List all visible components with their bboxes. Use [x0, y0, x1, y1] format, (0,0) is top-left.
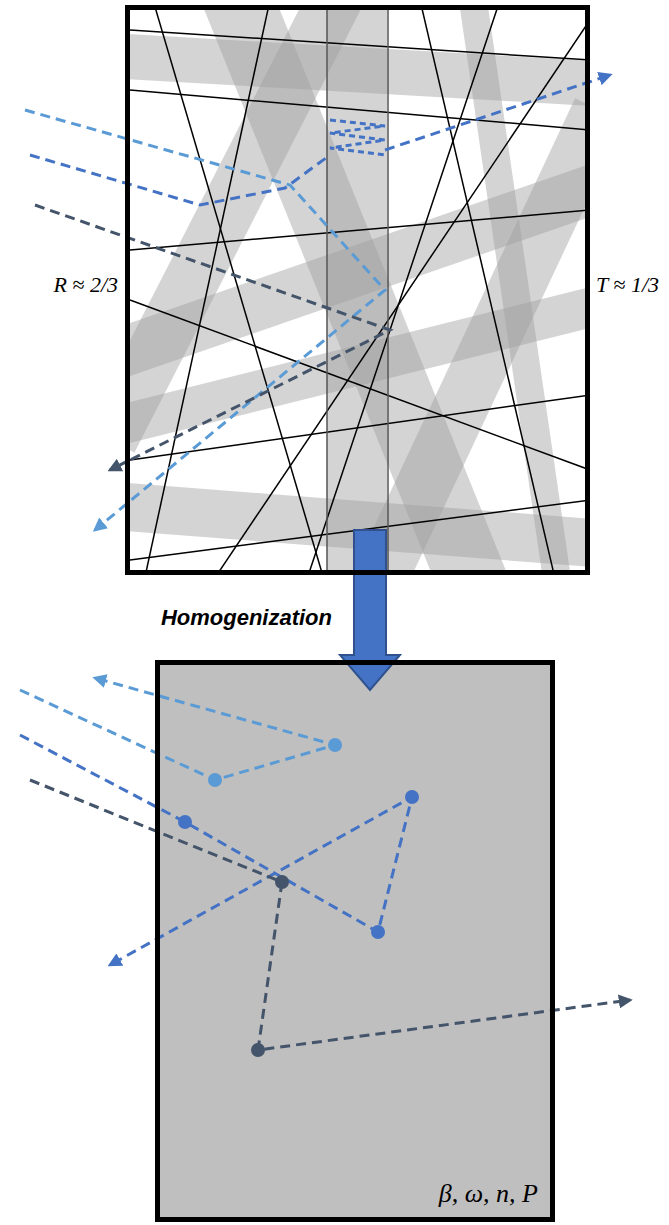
scatter-dot: [208, 773, 222, 787]
homogenized-medium: [155, 660, 555, 1222]
scatter-dot: [328, 738, 342, 752]
scatter-dot: [275, 875, 289, 889]
light-ray: [20, 678, 335, 780]
fiber-band: [327, 8, 387, 572]
transmittance-label: T ≈ 1/3: [596, 272, 659, 298]
fiber-bands: [128, 8, 587, 572]
fiber-edge: [300, 8, 500, 572]
fiber-edge: [130, 30, 587, 60]
light-ray: [35, 205, 390, 470]
light-ray: [330, 120, 385, 155]
reflectance-label: R ≈ 2/3: [53, 272, 118, 298]
light-ray: [25, 110, 385, 530]
fiber-edge: [420, 8, 560, 572]
fiber-band: [470, 8, 560, 572]
fiber-edges: [130, 8, 587, 572]
medium-panel: R ≈ 2/3T ≈ 1/3: [125, 5, 590, 575]
scatter-dot: [405, 790, 419, 804]
fiber-edge: [140, 8, 270, 572]
scatter-dot: [251, 1043, 265, 1057]
light-ray: [30, 155, 330, 205]
fiber-edge: [130, 210, 587, 250]
fiber-edge: [326, 8, 328, 572]
fiber-edge: [130, 395, 587, 460]
fiber-edge: [150, 8, 330, 572]
light-rays-top: [25, 75, 610, 530]
scatter-dot: [178, 815, 192, 829]
scattering-events: [178, 738, 419, 1057]
light-ray: [385, 75, 610, 150]
light-ray: [30, 780, 630, 1050]
light-ray: [20, 735, 412, 965]
fiber-edge: [387, 8, 389, 572]
homogenized-panel: β, ω, n, P: [155, 660, 555, 1222]
fiber-edge: [130, 90, 587, 130]
light-rays-bottom: [20, 678, 630, 1050]
scatter-dot: [371, 925, 385, 939]
block-arrow: [340, 530, 400, 690]
edge-label: Homogenization: [161, 605, 332, 631]
parameter-label: β, ω, n, P: [439, 1179, 538, 1209]
